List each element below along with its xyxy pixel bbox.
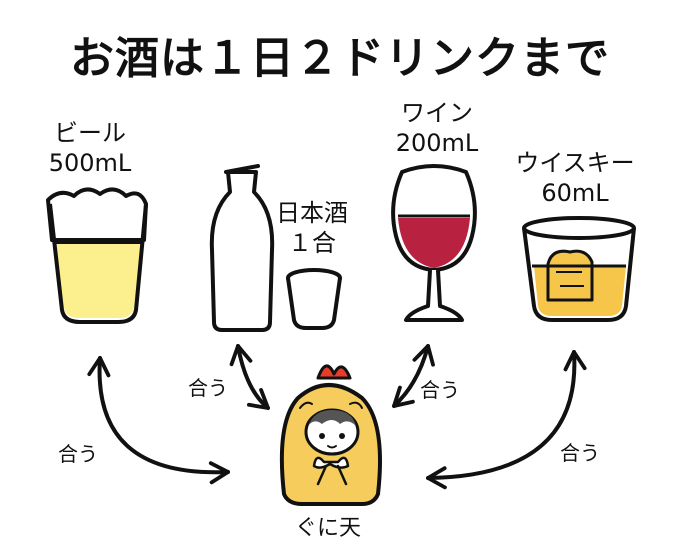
whisky-name: ウイスキー: [515, 149, 635, 177]
page-title: お酒は１日２ドリンクまで: [70, 33, 610, 84]
wine-label: ワイン 200mL: [372, 98, 502, 158]
wine-glass-icon: [391, 164, 477, 322]
beer-amount: 500mL: [48, 149, 132, 177]
arrow-beer: [87, 356, 230, 485]
beer-glass-icon: [46, 187, 148, 324]
whisky-glass-icon: [522, 216, 636, 322]
sake-cup-icon: [286, 268, 342, 330]
whisky-amount: 60mL: [541, 179, 609, 207]
arrow-wine: [392, 344, 435, 408]
whisky-label: ウイスキー 60mL: [500, 148, 650, 208]
wine-name: ワイン: [401, 99, 473, 127]
character-name: ぐに天: [294, 516, 361, 541]
sake-amount: １合: [288, 229, 336, 257]
sake-label: 日本酒 １合: [262, 198, 362, 258]
sake-name: 日本酒: [276, 199, 348, 227]
sake-bottle-icon: [209, 164, 275, 332]
beer-name: ビール: [54, 119, 126, 147]
arrow-whisky: [426, 350, 587, 490]
beer-label: ビール 500mL: [30, 118, 150, 178]
arrow-sake: [229, 344, 270, 410]
wine-amount: 200mL: [395, 129, 479, 157]
character-icon: [279, 364, 382, 506]
